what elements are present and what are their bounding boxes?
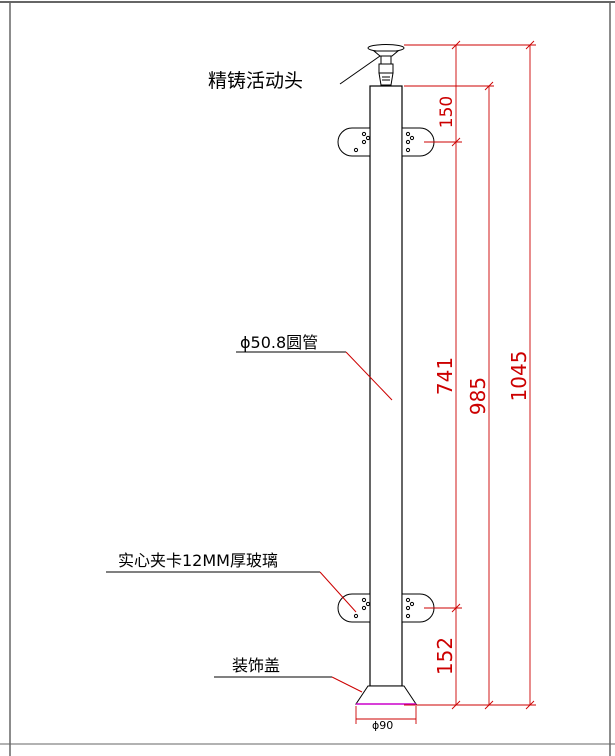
dim-1045: 1045 [507, 351, 531, 402]
dim-top-offset: 150 [437, 96, 457, 128]
label-base-diameter: ϕ90 [372, 719, 393, 732]
label-decorative-cover: 装饰盖 [232, 656, 280, 675]
swivel-head [367, 44, 405, 86]
upper-glass-clamps [337, 127, 435, 157]
leader-lines [106, 55, 393, 693]
dimension-lines [355, 40, 536, 724]
decorative-cover [355, 685, 417, 705]
label-swivel-head: 精铸活动头 [208, 70, 303, 92]
round-tube [369, 85, 403, 687]
label-glass-clamp: 实心夹卡12MM厚玻璃 [118, 551, 278, 570]
dim-985: 985 [466, 377, 490, 415]
dim-741: 741 [433, 357, 457, 395]
dim-152: 152 [433, 637, 457, 675]
label-round-tube: ϕ50.8圆管 [240, 333, 318, 352]
